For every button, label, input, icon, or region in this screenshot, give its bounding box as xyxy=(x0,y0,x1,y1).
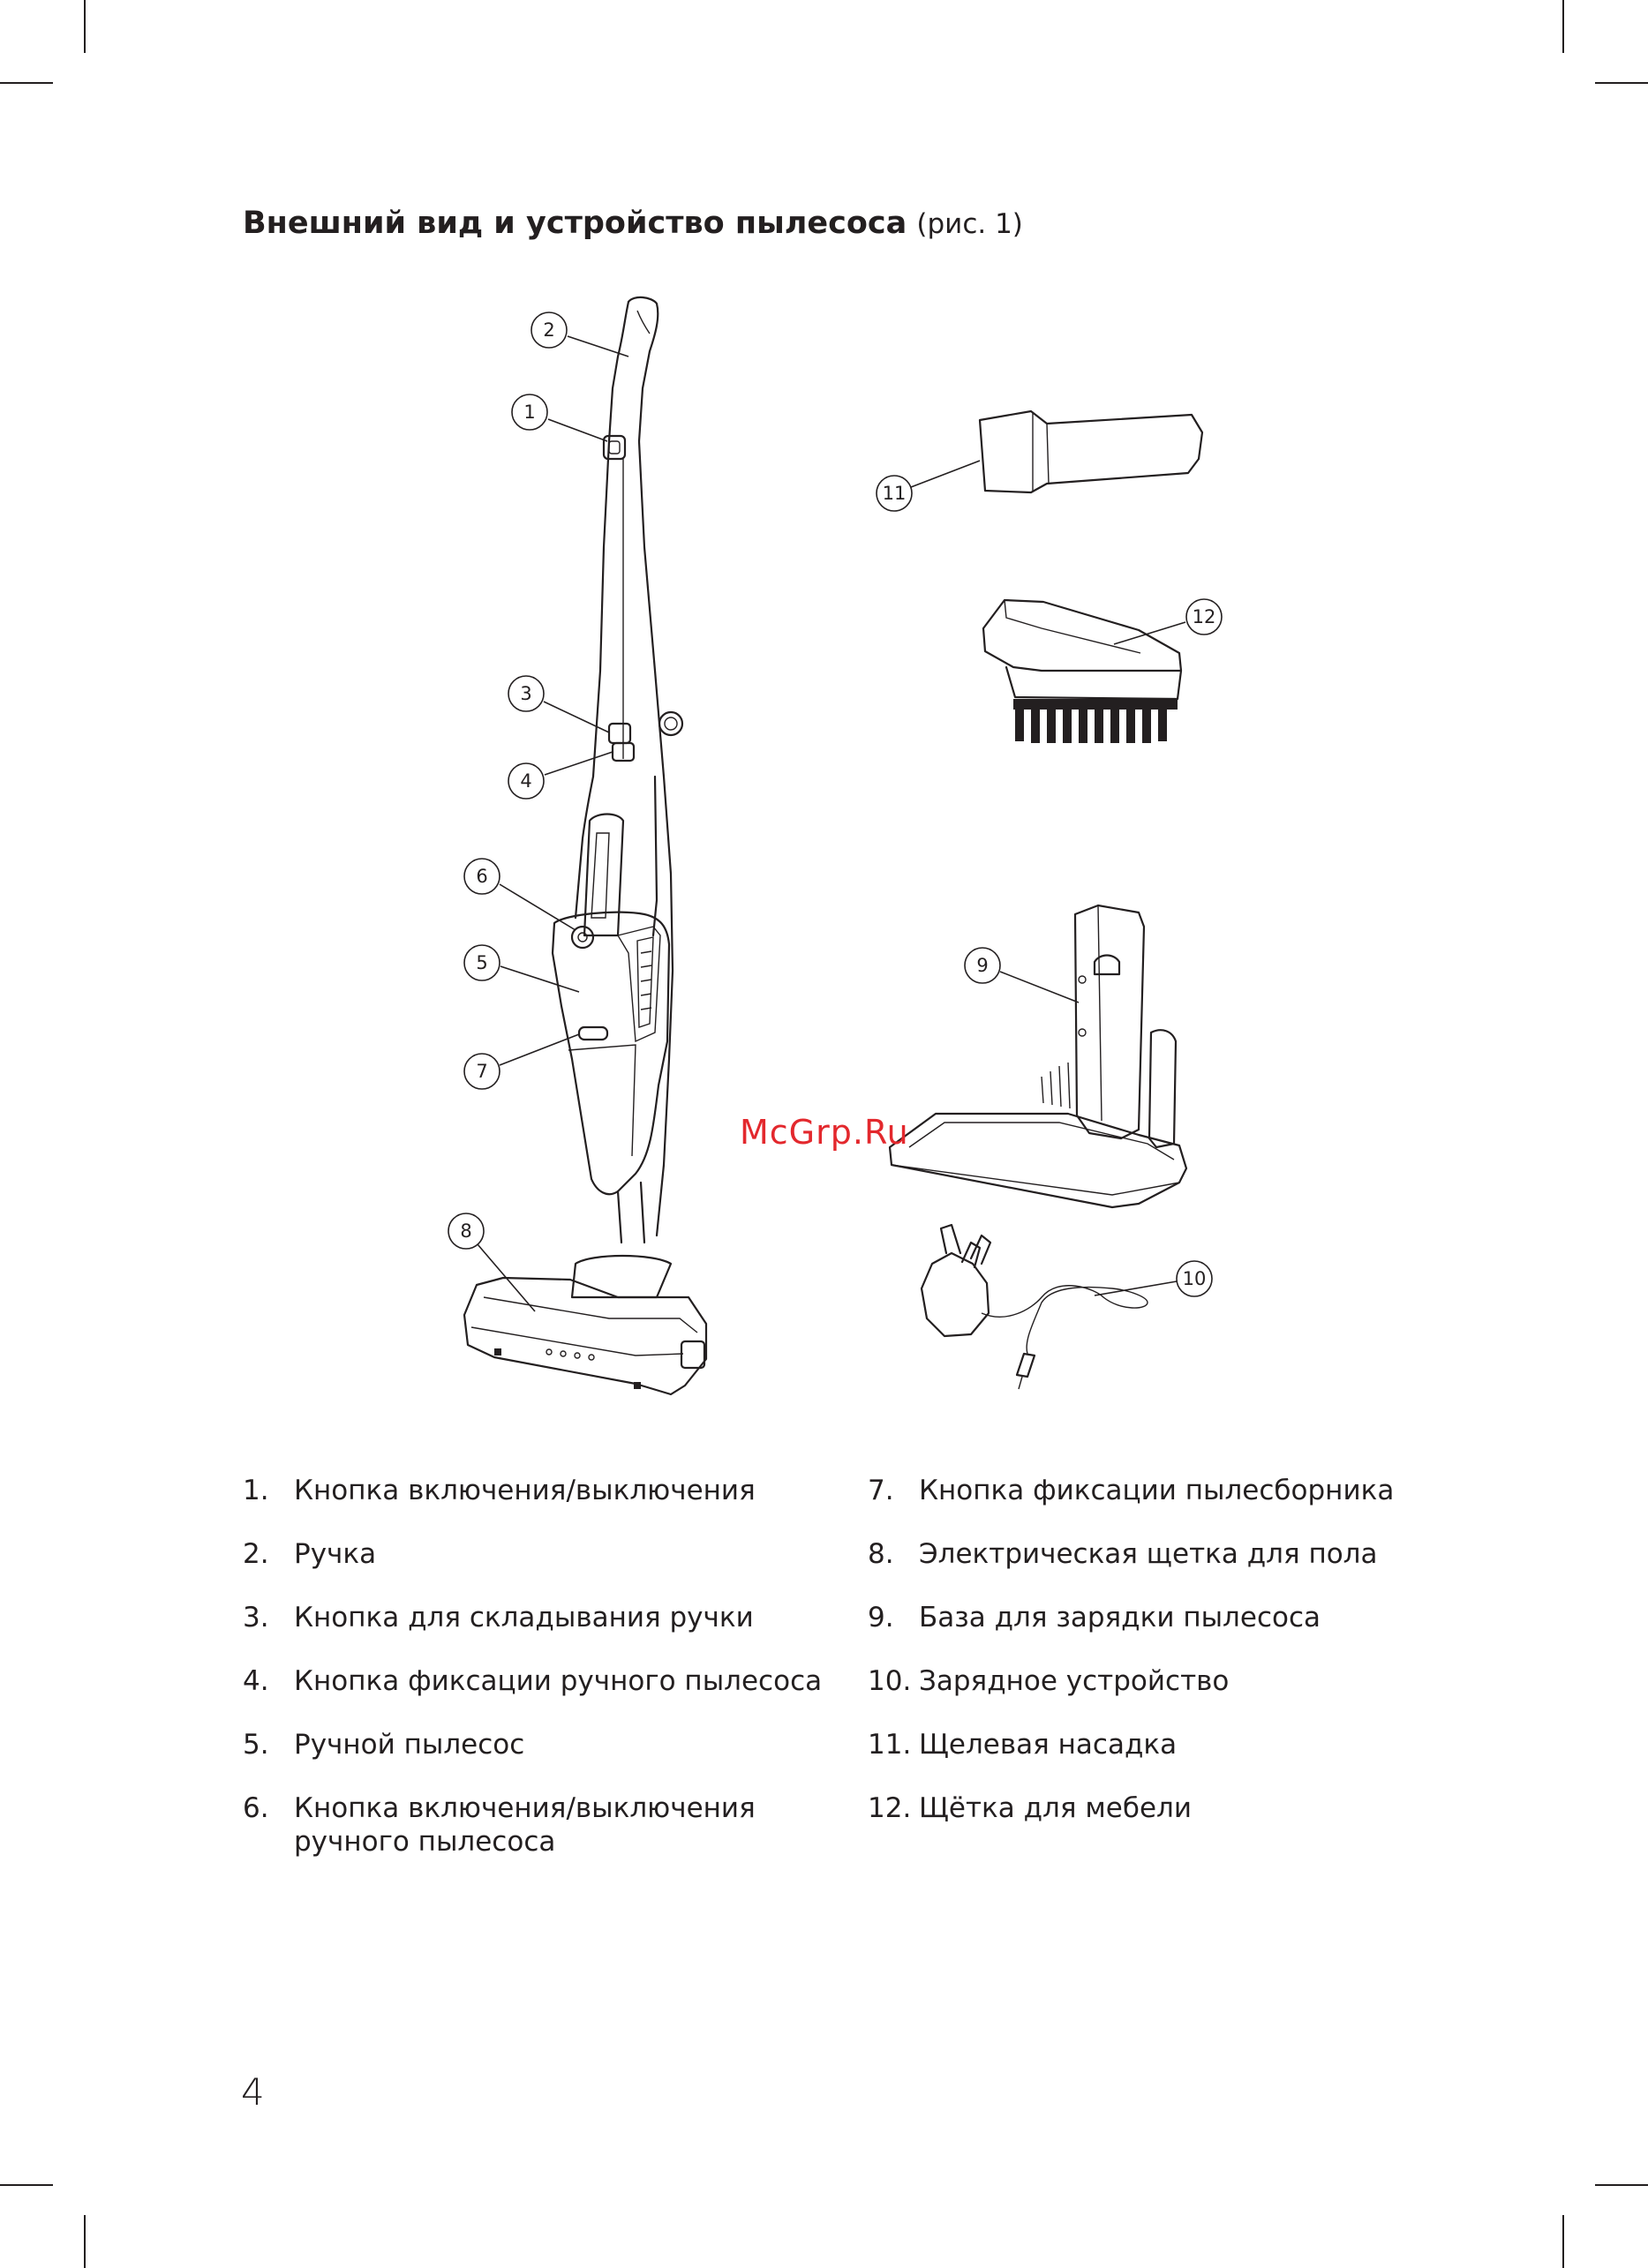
crop-mark xyxy=(1595,2184,1648,2186)
svg-text:6: 6 xyxy=(476,866,487,887)
callout-1: 1 xyxy=(511,394,608,442)
callout-2: 2 xyxy=(531,312,629,357)
crop-mark xyxy=(84,2215,86,2268)
section-heading: Внешний вид и устройство пылесоса (рис. … xyxy=(243,201,1023,246)
svg-text:8: 8 xyxy=(460,1220,471,1242)
callout-7: 7 xyxy=(463,1033,580,1090)
svg-text:12: 12 xyxy=(1193,606,1216,627)
legend-item: 11.Щелевая насадка xyxy=(868,1728,1433,1761)
legend-text: База для зарядки пылесоса xyxy=(919,1602,1321,1633)
legend-text: Зарядное устройство xyxy=(919,1665,1230,1697)
legend-text: Кнопка фиксации ручного пылесоса xyxy=(294,1665,823,1697)
legend-number: 3. xyxy=(243,1602,269,1633)
legend-text: Кнопка для складывания ручки xyxy=(294,1602,754,1633)
callout-12: 12 xyxy=(1113,598,1223,645)
crop-mark xyxy=(84,0,86,53)
crop-mark xyxy=(1562,0,1564,53)
page-number: 4 xyxy=(241,2070,265,2114)
legend-item: 1. Кнопка включения/выключения xyxy=(243,1474,861,1507)
legend-number: 10. xyxy=(868,1665,912,1697)
legend-item: 8. Электрическая щетка для пола xyxy=(868,1537,1433,1571)
legend-item: 5. Ручной пылесос xyxy=(243,1728,861,1761)
stick-vacuum-drawing xyxy=(463,296,708,1396)
svg-text:4: 4 xyxy=(520,770,531,792)
svg-text:9: 9 xyxy=(976,955,988,976)
callout-8: 8 xyxy=(448,1213,536,1312)
crop-mark xyxy=(0,2184,53,2186)
crop-mark xyxy=(1595,82,1648,84)
legend-item: 4. Кнопка фиксации ручного пылесоса xyxy=(243,1664,861,1698)
legend-number: 4. xyxy=(243,1665,269,1697)
charger-drawing xyxy=(920,1223,1148,1390)
legend-number: 6. xyxy=(243,1792,269,1824)
furniture-brush-drawing xyxy=(982,598,1183,743)
svg-text:11: 11 xyxy=(883,483,907,504)
legend-item: 7. Кнопка фиксации пылесборника xyxy=(868,1474,1433,1507)
parts-legend-right: 7. Кнопка фиксации пылесборника 8. Электри… xyxy=(868,1474,1433,1855)
parts-legend-left: 1. Кнопка включения/выключения 2. Ручка 3.… xyxy=(243,1474,861,1889)
legend-text: Электрическая щетка для пола xyxy=(919,1538,1378,1570)
svg-text:3: 3 xyxy=(520,683,531,704)
legend-text: Щелевая насадка xyxy=(919,1729,1178,1761)
legend-number: 12. xyxy=(868,1792,912,1824)
callout-3: 3 xyxy=(508,675,610,733)
legend-number: 1. xyxy=(243,1475,269,1506)
callout-5: 5 xyxy=(463,944,580,993)
legend-item: 12.Щётка для мебели xyxy=(868,1791,1433,1825)
callout-10: 10 xyxy=(1094,1260,1213,1297)
legend-text: Кнопка фиксации пылесборника xyxy=(919,1475,1395,1506)
legend-text: Щётка для мебели xyxy=(919,1792,1192,1824)
callout-4: 4 xyxy=(508,751,613,800)
legend-item: 10.Зарядное устройство xyxy=(868,1664,1433,1698)
legend-number: 11. xyxy=(868,1729,912,1761)
legend-number: 5. xyxy=(243,1729,269,1761)
legend-item: 6. Кнопка включения/выключения ручного пы… xyxy=(243,1791,861,1859)
watermark: McGrp.Ru xyxy=(740,1113,909,1152)
svg-text:2: 2 xyxy=(543,319,554,341)
svg-text:1: 1 xyxy=(523,402,535,423)
legend-text: Кнопка включения/выключения ручного пыле… xyxy=(294,1792,756,1858)
legend-item: 2. Ручка xyxy=(243,1537,861,1571)
legend-number: 8. xyxy=(868,1538,894,1570)
legend-text: Ручной пылесос xyxy=(294,1729,525,1761)
crop-mark xyxy=(1562,2215,1564,2268)
heading-text: Внешний вид и устройство пылесоса xyxy=(243,206,907,241)
legend-text: Кнопка включения/выключения xyxy=(294,1475,756,1506)
figure-reference: (рис. 1) xyxy=(916,208,1023,240)
svg-text:7: 7 xyxy=(476,1061,487,1082)
callout-6: 6 xyxy=(463,858,576,931)
crop-mark xyxy=(0,82,53,84)
legend-number: 2. xyxy=(243,1538,269,1570)
svg-text:10: 10 xyxy=(1183,1268,1207,1289)
legend-item: 9. База для зарядки пылесоса xyxy=(868,1601,1433,1634)
callout-9: 9 xyxy=(964,947,1080,1003)
crevice-tool-drawing xyxy=(978,409,1204,494)
svg-text:5: 5 xyxy=(476,952,487,973)
callout-11: 11 xyxy=(876,460,981,512)
legend-number: 9. xyxy=(868,1602,894,1633)
charging-base-drawing xyxy=(888,904,1188,1209)
legend-number: 7. xyxy=(868,1475,894,1506)
legend-item: 3. Кнопка для складывания ручки xyxy=(243,1601,861,1634)
legend-text: Ручка xyxy=(294,1538,377,1570)
